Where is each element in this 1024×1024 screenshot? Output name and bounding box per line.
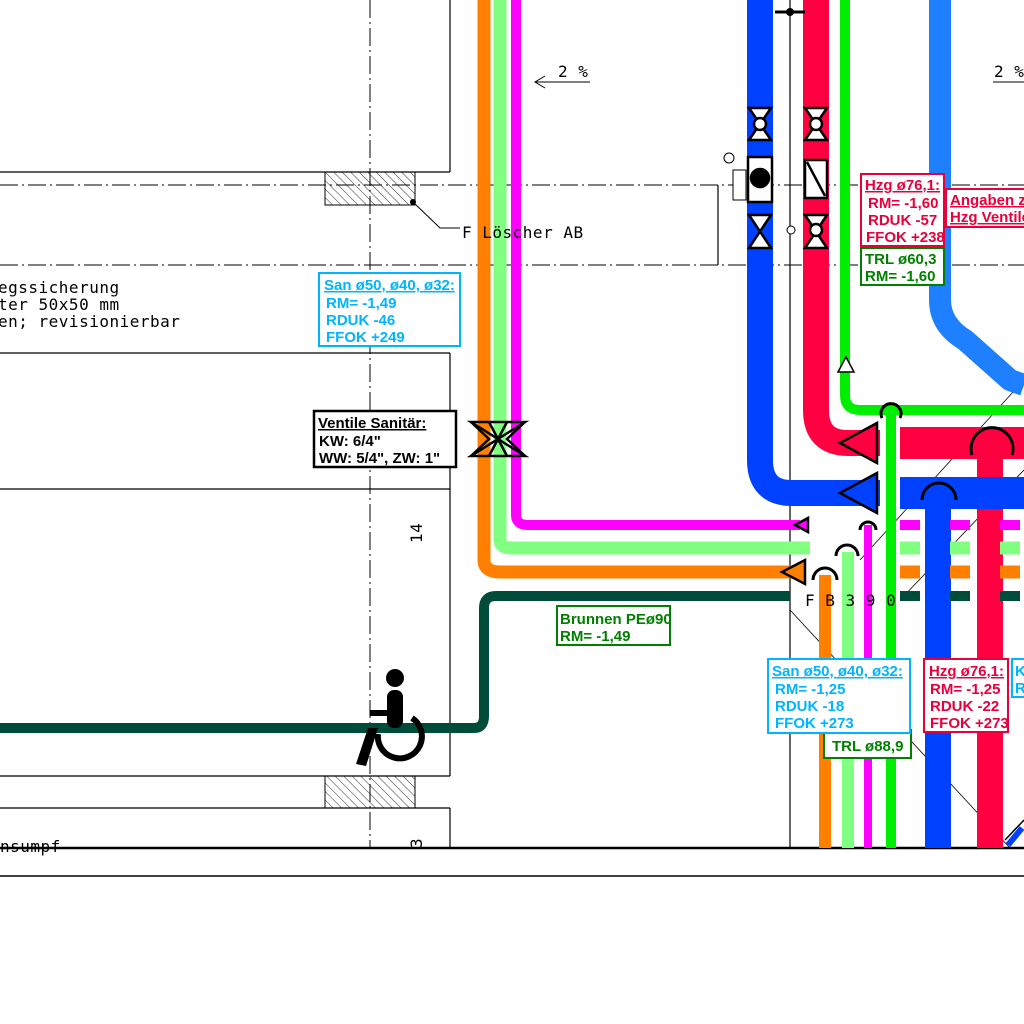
feuerloescher-label: F Löscher AB bbox=[462, 223, 584, 242]
slope-label-left: 2 % bbox=[558, 62, 588, 81]
svg-text:Brunnen PEø90: Brunnen PEø90 bbox=[560, 611, 672, 628]
pipe-blue bbox=[747, 0, 880, 506]
valves-red-riser[interactable] bbox=[786, 106, 830, 250]
label-ventile-sanitaer: Ventile Sanitär: KW: 6/4" WW: 5/4", ZW: … bbox=[312, 409, 458, 469]
svg-text:RM= -1,25: RM= -1,25 bbox=[930, 681, 1000, 698]
label-angaben-hzg-ventile: Angaben zu Hzg Ventile bbox=[945, 188, 1024, 228]
svg-text:FFOK +238: FFOK +238 bbox=[866, 229, 945, 246]
svg-text:RM= -1,49: RM= -1,49 bbox=[560, 628, 630, 645]
label-san-top: San ø50, ø40, ø32: RM= -1,49 RDUK -46 FF… bbox=[318, 272, 461, 347]
slope-indicator bbox=[534, 75, 1024, 89]
note-line-3: en; revisionierbar bbox=[0, 312, 180, 331]
label-trl-bottom: TRL ø88,9 bbox=[823, 729, 912, 759]
valve-triple-sanitaer[interactable] bbox=[466, 420, 530, 458]
svg-text:Angaben zu: Angaben zu bbox=[950, 192, 1024, 209]
svg-text:KW: 6/4": KW: 6/4" bbox=[319, 433, 381, 450]
pipe-bends bbox=[811, 402, 1015, 581]
pipe-lightgreen bbox=[493, 0, 810, 555]
svg-text:RDUK -46: RDUK -46 bbox=[326, 312, 395, 329]
slope-label-right: 2 % bbox=[994, 62, 1024, 81]
svg-text:RDUK -22: RDUK -22 bbox=[930, 698, 999, 715]
svg-text:RM= -1,60: RM= -1,60 bbox=[868, 195, 938, 212]
leader-line bbox=[412, 201, 460, 229]
note-line-1: egssicherung bbox=[0, 278, 120, 297]
svg-text:Ventile Sanitär:: Ventile Sanitär: bbox=[318, 415, 426, 432]
svg-text:WW: 5/4", ZW: 1": WW: 5/4", ZW: 1" bbox=[319, 450, 440, 467]
pipe-orange bbox=[477, 0, 800, 579]
svg-text:K: K bbox=[1015, 663, 1024, 680]
svg-text:TRL ø88,9: TRL ø88,9 bbox=[832, 738, 903, 755]
svg-text:FFOK +273: FFOK +273 bbox=[775, 715, 854, 732]
label-trl-top: TRL ø60,3 RM= -1,60 bbox=[860, 247, 945, 286]
svg-text:San ø50, ø40, ø32:: San ø50, ø40, ø32: bbox=[772, 663, 903, 680]
svg-text:San ø50, ø40, ø32:: San ø50, ø40, ø32: bbox=[324, 277, 455, 294]
label-k-partial: K R bbox=[1011, 658, 1024, 698]
svg-text:RM= -1,60: RM= -1,60 bbox=[865, 268, 935, 285]
grid-text: F B 3 9 0 bbox=[805, 591, 896, 610]
svg-text:RDUK -57: RDUK -57 bbox=[868, 212, 937, 229]
pipe-magenta bbox=[511, 0, 800, 530]
dimension-label-bottom: 3 bbox=[407, 838, 426, 848]
svg-text:FFOK +249: FFOK +249 bbox=[326, 329, 405, 346]
svg-text:RM= -1,25: RM= -1,25 bbox=[775, 681, 845, 698]
svg-text:FFOK +273: FFOK +273 bbox=[930, 715, 1009, 732]
valves-blue-riser[interactable] bbox=[723, 106, 774, 250]
bottom-left-text: nsumpf bbox=[0, 837, 61, 856]
svg-text:TRL ø60,3: TRL ø60,3 bbox=[865, 251, 936, 268]
svg-text:Hzg ø76,1:: Hzg ø76,1: bbox=[929, 663, 1004, 680]
pipe-lightblue-right bbox=[929, 0, 1024, 396]
accessible-wc-icon bbox=[356, 669, 425, 766]
pipe-darkgreen bbox=[0, 591, 790, 733]
label-san-bottom: San ø50, ø40, ø32: RM= -1,25 RDUK -18 FF… bbox=[767, 658, 911, 734]
note-line-2: ter 50x50 mm bbox=[0, 295, 120, 314]
svg-text:R: R bbox=[1015, 680, 1024, 697]
label-hzg-top: Hzg ø76,1: RM= -1,60 RDUK -57 FFOK +238 bbox=[860, 173, 945, 247]
svg-text:RM= -1,49: RM= -1,49 bbox=[326, 295, 396, 312]
svg-text:Hzg Ventile: Hzg Ventile bbox=[950, 209, 1024, 226]
label-brunnen: Brunnen PEø90 RM= -1,49 bbox=[556, 605, 672, 646]
svg-text:RDUK -18: RDUK -18 bbox=[775, 698, 844, 715]
svg-text:Hzg ø76,1:: Hzg ø76,1: bbox=[865, 177, 940, 194]
label-hzg-bottom: Hzg ø76,1: RM= -1,25 RDUK -22 FFOK +273 bbox=[923, 658, 1009, 733]
flow-arrows bbox=[779, 355, 879, 587]
pipe-green bbox=[840, 0, 1024, 415]
dimension-label: 14 bbox=[407, 523, 426, 543]
